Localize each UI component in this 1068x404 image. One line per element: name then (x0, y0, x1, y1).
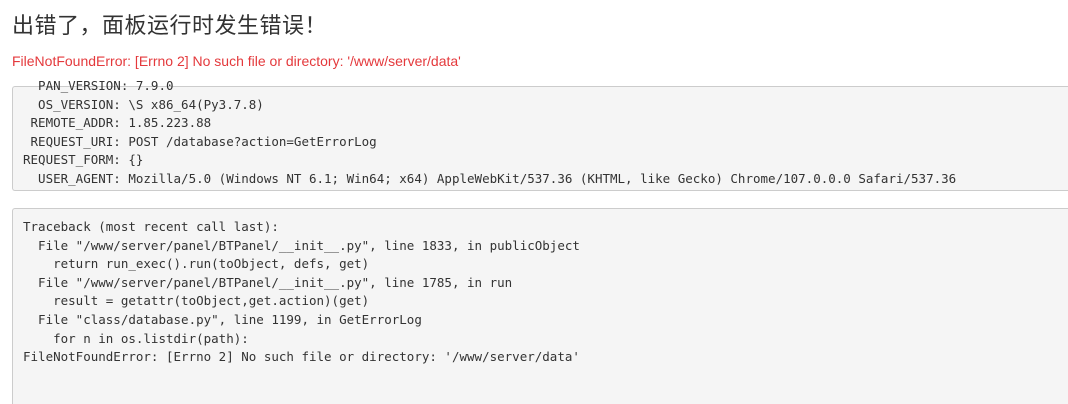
env-line: REMOTE_ADDR: 1.85.223.88 (23, 115, 212, 131)
env-line: PAN_VERSION: 7.9.0 (23, 78, 174, 93)
traceback-line: File "class/database.py", line 1199, in … (23, 311, 422, 327)
traceback-line: FileNotFoundError: [Errno 2] No such fil… (23, 349, 580, 365)
traceback-line: File "/www/server/panel/BTPanel/__init__… (23, 274, 513, 290)
env-line: OS_VERSION: \S x86_64(Py3.7.8) (23, 96, 264, 112)
traceback-line: Traceback (most recent call last): (23, 219, 279, 234)
traceback-text: Traceback (most recent call last): File … (23, 218, 580, 367)
page-title: 出错了，面板运行时发生错误！ (12, 13, 328, 38)
traceback-line: result = getattr(toObject,get.action)(ge… (23, 293, 370, 309)
error-message: FileNotFoundError: [Errno 2] No such fil… (12, 53, 461, 69)
env-line: REQUEST_FORM: {} (23, 152, 144, 168)
traceback-box: Traceback (most recent call last): File … (12, 208, 1068, 404)
traceback-line: return run_exec().run(toObject, defs, ge… (23, 256, 370, 272)
env-line: REQUEST_URI: POST /database?action=GetEr… (23, 133, 377, 149)
traceback-line: File "/www/server/panel/BTPanel/__init__… (23, 237, 580, 253)
environment-info-box: PAN_VERSION: 7.9.0 OS_VERSION: \S x86_64… (12, 78, 1068, 191)
environment-info-text: PAN_VERSION: 7.9.0 OS_VERSION: \S x86_64… (23, 77, 956, 189)
env-line: USER_AGENT: Mozilla/5.0 (Windows NT 6.1;… (23, 170, 957, 186)
traceback-line: for n in os.listdir(path): (23, 330, 249, 346)
